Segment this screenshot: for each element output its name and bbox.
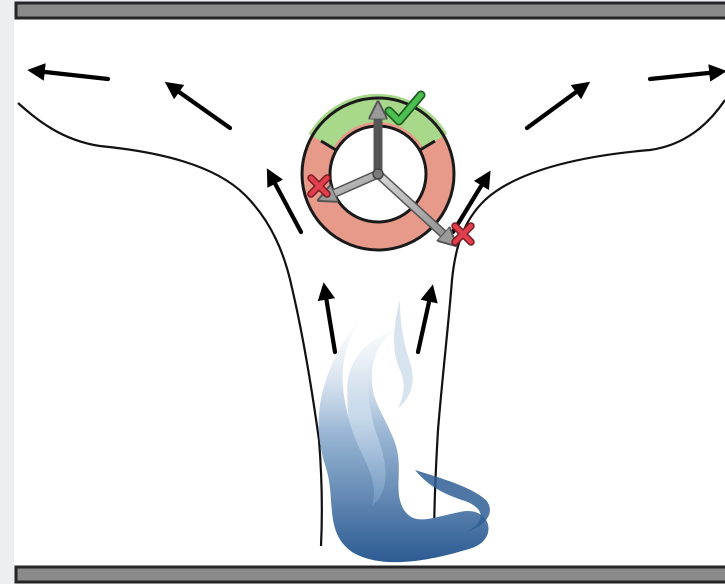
upper-wall [16, 3, 725, 18]
lower-wall [16, 567, 725, 582]
